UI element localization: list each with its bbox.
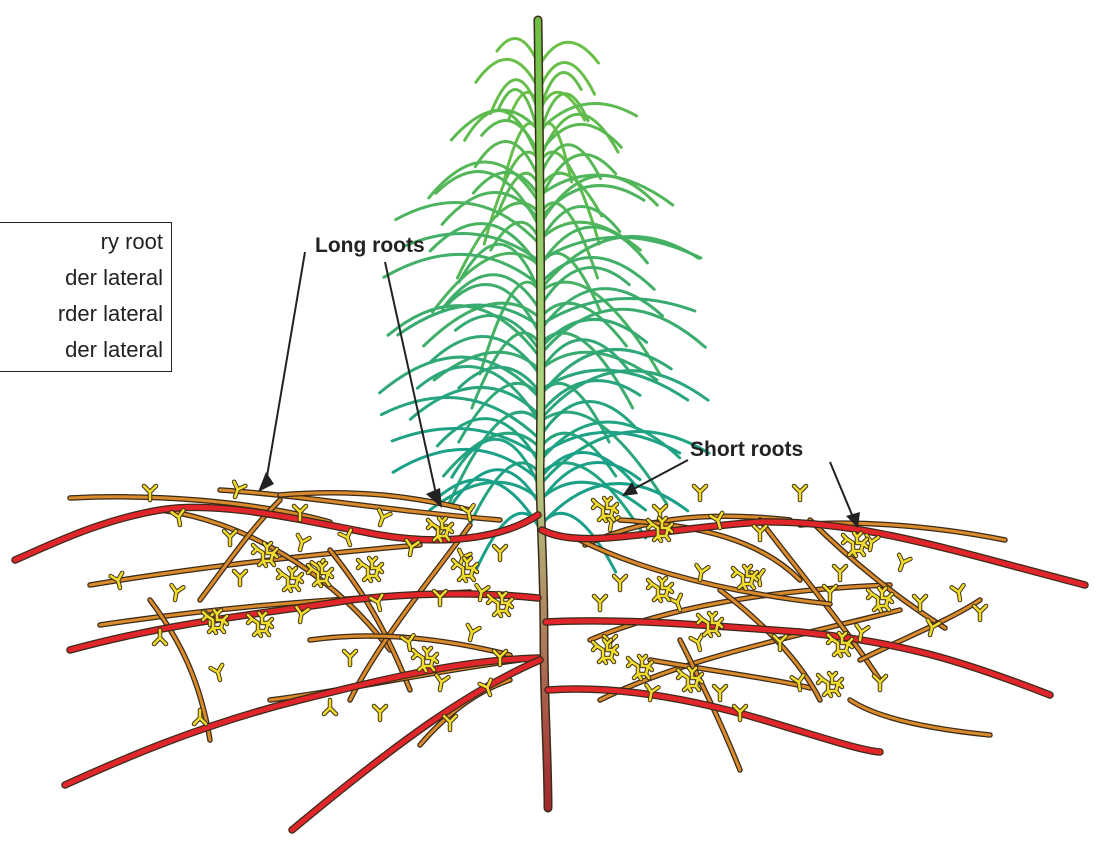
legend-box: ry root der lateral rder lateral der lat… (0, 222, 172, 372)
short-root (952, 585, 966, 601)
needle (453, 470, 539, 504)
short-root (344, 651, 356, 665)
short-root-fork (794, 486, 806, 500)
short-root (434, 675, 448, 691)
short-root (691, 635, 706, 652)
short-root (714, 686, 726, 700)
short-root-fork (344, 651, 356, 665)
short-root (974, 606, 986, 620)
second-order-root (420, 680, 510, 745)
short-root (374, 510, 390, 527)
short-root-fork (224, 531, 236, 545)
short-root (494, 546, 506, 560)
short-root-cluster (248, 613, 272, 636)
short-root (169, 585, 183, 601)
short-root (794, 486, 806, 500)
short-root-fork (714, 686, 726, 700)
short-root (234, 571, 246, 585)
short-root (324, 700, 336, 714)
short-roots-label: Short roots (690, 438, 803, 462)
short-root-cluster (278, 568, 302, 591)
short-root (594, 596, 606, 610)
short-root (374, 706, 386, 720)
short-root-cluster (593, 498, 617, 521)
short-root-fork (834, 566, 846, 580)
short-root (211, 665, 226, 682)
short-root-fork (754, 526, 766, 540)
callout-arrows (265, 252, 855, 522)
short-root (614, 576, 626, 590)
first-order-root-outline (65, 658, 538, 785)
short-root-cluster (593, 640, 617, 663)
short-root-fork (694, 486, 706, 500)
second-order-root-outline (420, 680, 510, 745)
short-root (754, 526, 766, 540)
long-roots-label: Long roots (315, 234, 425, 258)
short-root-fork (374, 706, 386, 720)
short-root-cluster (818, 673, 842, 696)
short-root-cluster (453, 558, 477, 581)
legend-item-first-order: der lateral (65, 265, 163, 291)
short-root-cluster (648, 578, 672, 601)
needle (539, 237, 701, 261)
short-root (224, 531, 236, 545)
second-order-root (720, 590, 820, 700)
short-root-cluster (358, 558, 382, 581)
short-root (894, 555, 910, 572)
short-root (694, 486, 706, 500)
needle (540, 433, 616, 476)
second-order-root-outline (720, 590, 820, 700)
short-root-fork (324, 700, 336, 714)
second-order-root (650, 660, 810, 688)
second-order-root-outline (850, 700, 990, 735)
short-root (464, 625, 479, 642)
short-root-cluster (413, 648, 437, 671)
needle (539, 319, 647, 349)
first-order-root (65, 658, 538, 785)
needle (540, 282, 660, 374)
short-root-cluster (733, 566, 757, 589)
short-root-fork (594, 596, 606, 610)
short-root-fork (974, 606, 986, 620)
legend-item-primary-root: ry root (101, 229, 163, 255)
legend-item-second-order: rder lateral (58, 301, 163, 327)
short-root-fork (614, 576, 626, 590)
short-root (834, 566, 846, 580)
second-order-root (850, 700, 990, 735)
short-root-fork (494, 546, 506, 560)
short-root (294, 535, 309, 552)
legend-item-third-order: der lateral (65, 337, 163, 363)
short-root-fork (234, 571, 246, 585)
